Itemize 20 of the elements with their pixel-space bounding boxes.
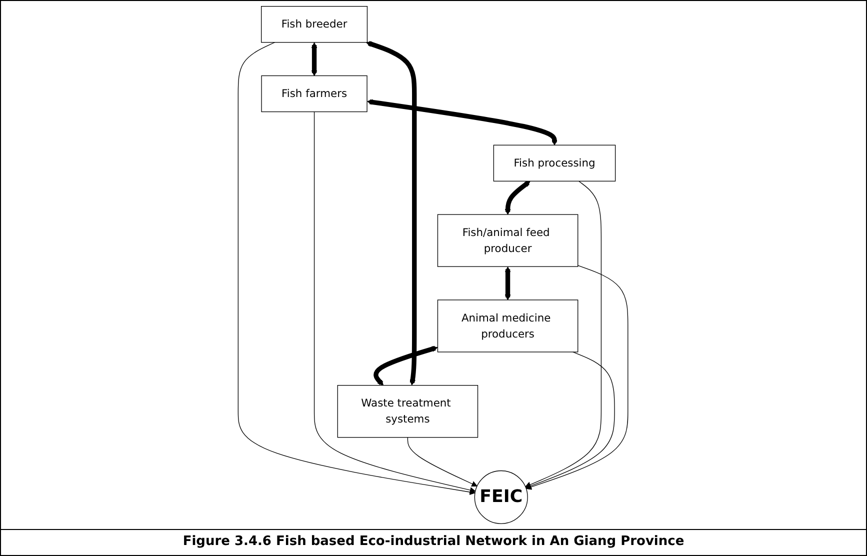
node-box: Animal medicine producers bbox=[438, 300, 579, 352]
arrow bbox=[526, 352, 616, 489]
arrow bbox=[526, 265, 629, 490]
arrow bbox=[314, 111, 476, 493]
node-circle: FEIC bbox=[474, 470, 528, 524]
node-box: Fish breeder bbox=[261, 6, 368, 43]
arrow bbox=[374, 346, 438, 386]
node-box: Fish processing bbox=[494, 144, 616, 182]
arrow bbox=[526, 180, 602, 488]
arrow bbox=[368, 99, 558, 146]
node-box: Waste treatment systems bbox=[338, 385, 479, 438]
arrow bbox=[505, 180, 531, 215]
arrow bbox=[408, 437, 478, 487]
node-box: Fish/animal feed producer bbox=[438, 214, 579, 267]
arrow bbox=[366, 41, 418, 386]
arrow bbox=[505, 266, 512, 300]
arrow bbox=[312, 42, 318, 76]
arrow bbox=[238, 42, 476, 495]
node-box: Fish farmers bbox=[262, 75, 368, 112]
figure-caption: Figure 3.4.6 Fish based Eco-industrial Network in An Giang Province bbox=[1, 529, 866, 555]
